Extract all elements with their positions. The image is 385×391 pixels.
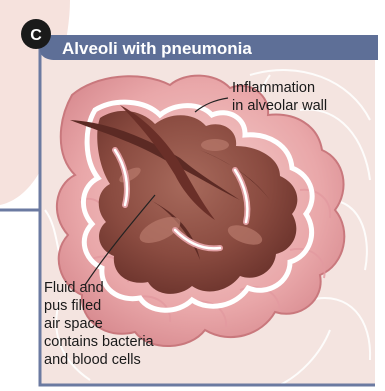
inflammation-label-line-2: in alveolar wall	[232, 98, 327, 114]
fluid-label-line-1: Fluid and	[44, 280, 104, 296]
panel-title: Alveoli with pneumonia	[62, 39, 252, 58]
fluid-label-line-3: air space	[44, 316, 103, 332]
fluid-label-line-2: pus filled	[44, 298, 101, 314]
fluid-label-line-4: contains bacteria	[44, 334, 155, 350]
panel-badge-letter: C	[30, 27, 42, 44]
inflammation-label-line-1: Inflammation	[232, 80, 315, 96]
fluid-label-line-5: and blood cells	[44, 352, 141, 368]
